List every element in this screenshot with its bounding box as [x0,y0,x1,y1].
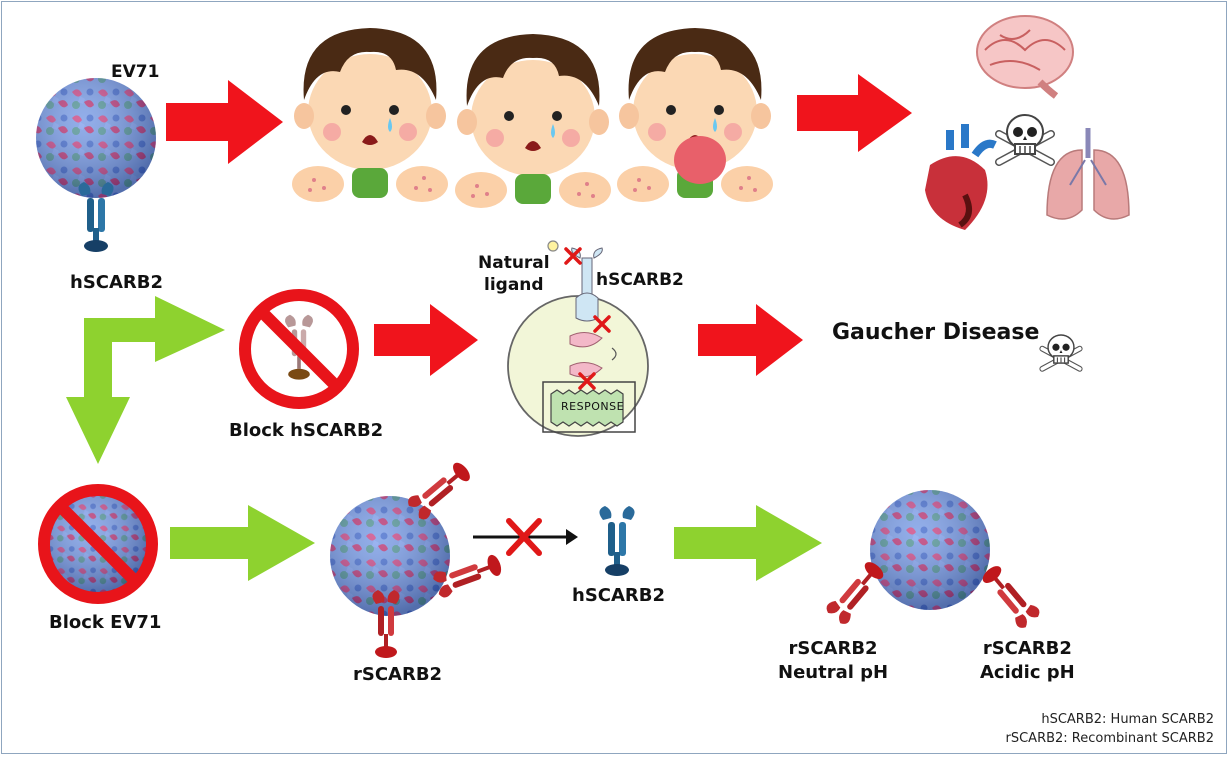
arrow-green-elbow [66,296,225,464]
rscarb2-ph-virus-icon [823,490,1043,631]
hscarb2-cell-label: hSCARB2 [596,270,684,290]
arrow-red-2 [797,74,912,152]
natural-ligand-line1: Natural [478,253,550,273]
tongue-icon [674,136,726,184]
natural-ligand-line2: ligand [484,275,544,295]
rscarb2-label: rSCARB2 [353,664,443,685]
block-ev71-label: Block EV71 [49,612,162,633]
arrow-green-2 [170,505,315,581]
legend-line2: rSCARB2: Recombinant SCARB2 [1005,731,1215,746]
skull-icon [999,115,1051,162]
legend: hSCARB2: Human SCARB2 rSCARB2: Recombina… [1006,710,1215,748]
skull-icon [1042,335,1079,369]
hscarb2-label: hSCARB2 [70,272,164,293]
heart-icon [925,124,997,230]
rscarb2-neutral-line2: Neutral pH [778,662,889,683]
ev71-virus-icon [36,78,156,198]
response-label: RESPONSE [561,400,625,413]
rscarb2-acidic-label: rSCARB2 Acidic pH [980,637,1075,685]
rscarb2-acidic-line2: Acidic pH [980,662,1075,683]
child-icon [292,28,448,202]
gaucher-disease-label: Gaucher Disease [832,320,1040,345]
block-ev71-ban-icon [44,490,152,598]
arrow-red-1 [166,80,283,164]
blocked-binding-arrow [473,518,578,556]
arrow-green-3 [674,505,822,581]
block-hscarb2-label: Block hSCARB2 [229,420,384,441]
brain-icon [976,15,1074,99]
block-hscarb2-ban-icon [245,295,353,403]
cell-icon [507,240,649,437]
natural-ligand-label: Natural ligand [478,252,550,296]
ev71-label: EV71 [111,62,160,82]
child-icon [455,34,611,208]
arrow-red-3 [374,304,478,376]
rscarb2-neutral-line1: rSCARB2 [788,638,878,659]
lungs-icon [1046,128,1130,220]
arrow-red-4 [698,304,803,376]
legend-line1: hSCARB2: Human SCARB2 [1041,712,1214,727]
rscarb2-acidic-line1: rSCARB2 [982,638,1072,659]
hscarb2-free-label: hSCARB2 [572,585,666,606]
rscarb2-bound-virus-icon [330,457,505,658]
hscarb2-receptor-icon [599,506,635,576]
rscarb2-neutral-label: rSCARB2 Neutral pH [778,637,888,685]
